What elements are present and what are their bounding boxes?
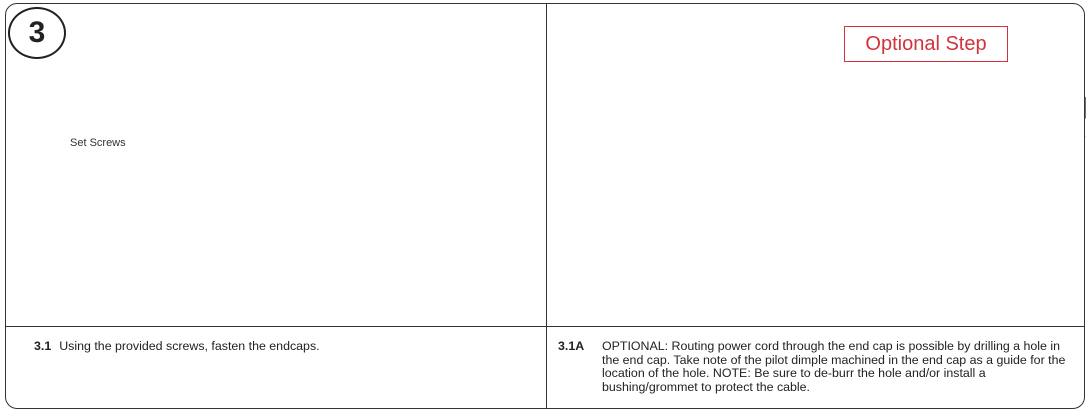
caption-3-1: 3.1 Using the provided screws, fasten the…	[34, 339, 320, 354]
caption-divider	[6, 326, 1084, 328]
caption-3-1a: 3.1A OPTIONAL: Routing power cord throug…	[558, 339, 1078, 394]
caption-number: 3.1	[34, 339, 52, 353]
step-number-badge: 3	[8, 7, 66, 59]
caption-number: 3.1A	[558, 339, 585, 353]
instruction-panel: 3 Optional Step Set Screws 3.1 Using the …	[5, 3, 1085, 409]
set-screws-label: Set Screws	[70, 137, 126, 149]
panel-divider-vertical	[546, 4, 548, 408]
caption-text: Using the provided screws, fasten the en…	[59, 339, 320, 353]
caption-text: OPTIONAL: Routing power cord through the…	[602, 339, 1066, 394]
optional-step-label: Optional Step	[844, 26, 1008, 62]
